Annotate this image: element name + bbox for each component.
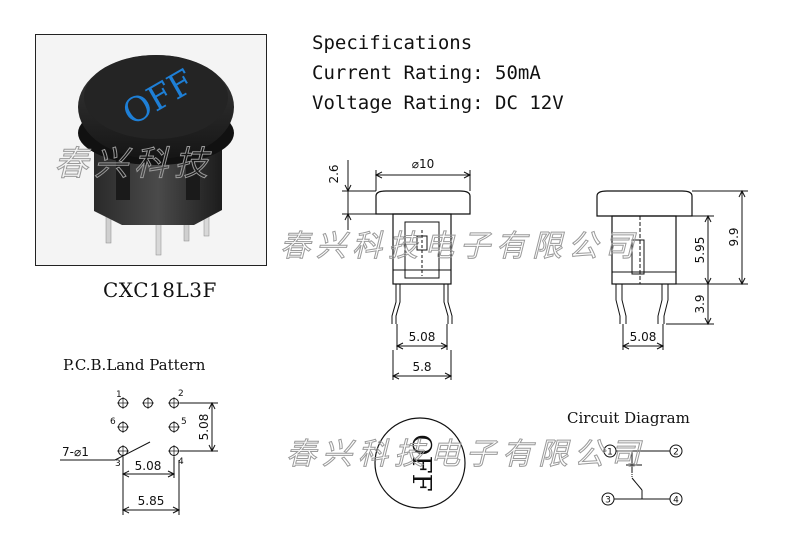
pcb-pin-2: 2	[178, 389, 184, 399]
side-view	[596, 189, 748, 350]
watermark-lower: 春兴科技电子有限公司	[286, 437, 646, 472]
model-number: CXC18L3F	[103, 278, 217, 302]
dim-cap-diameter: ⌀10	[412, 157, 435, 171]
spec-heading: Specifications	[312, 32, 473, 54]
circuit-terminal-1: 1	[607, 448, 613, 458]
dim-body-height: 5.95	[693, 237, 707, 264]
dim-cap-height: 2.6	[327, 164, 341, 183]
spec-voltage: Voltage Rating: DC 12V	[312, 92, 564, 114]
dim-side-pin-spacing: 5.08	[630, 330, 657, 344]
circuit-diagram	[601, 444, 683, 506]
dim-total-height: 9.9	[727, 227, 741, 246]
top-view-cap	[374, 417, 466, 509]
product-photo: OFF 春兴科技	[54, 55, 234, 256]
dim-front-pin-spacing: 5.08	[409, 330, 436, 344]
pcb-pin-1: 1	[116, 390, 122, 400]
pcb-hole-note: 7-⌀1	[62, 445, 89, 459]
circuit-title: Circuit Diagram	[567, 409, 690, 427]
pcb-title: P.C.B.Land Pattern	[63, 356, 206, 374]
circuit-terminal-3: 3	[605, 496, 611, 506]
pcb-pin-4: 4	[178, 457, 184, 467]
pcb-pin-3: 3	[115, 459, 121, 469]
watermark-upper: 春兴科技电子有限公司	[280, 229, 640, 264]
dim-pcb-horizontal: 5.08	[135, 459, 162, 473]
pcb-pin-5: 5	[181, 417, 187, 427]
photo-watermark: 春兴科技	[54, 144, 214, 184]
circuit-terminal-2: 2	[673, 448, 679, 458]
top-view-label: OFF	[406, 434, 436, 491]
dim-pin-length: 3.9	[693, 294, 707, 313]
dim-pcb-vertical: 5.08	[197, 414, 211, 441]
dim-pcb-outer: 5.85	[138, 494, 165, 508]
front-view	[342, 160, 472, 380]
pcb-land-pattern	[60, 397, 218, 515]
spec-current: Current Rating: 50mA	[312, 62, 541, 84]
dim-body-width: 5.8	[412, 360, 431, 374]
product-photo-frame: OFF 春兴科技	[35, 34, 267, 266]
pcb-pin-6: 6	[110, 417, 116, 427]
circuit-terminal-4: 4	[673, 496, 679, 506]
